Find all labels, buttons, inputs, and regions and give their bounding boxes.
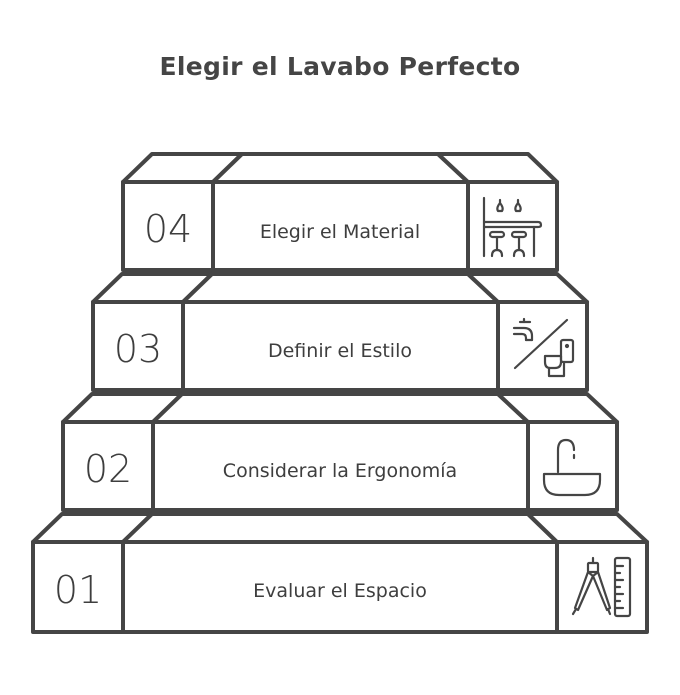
diagram-title: Elegir el Lavabo Perfecto <box>159 52 521 81</box>
step-04-label-box <box>211 180 470 272</box>
step-03-label-box <box>181 300 500 392</box>
sink-faucet-icon <box>542 438 602 497</box>
step-01-top-middle <box>121 512 559 544</box>
step-01-label-box <box>121 540 559 634</box>
compass-ruler-icon <box>571 556 632 618</box>
step-01-number-box <box>31 540 125 634</box>
step-04-label: Elegir el Material <box>260 221 420 243</box>
step-02: 02 Considerar la Ergonomía <box>61 392 619 512</box>
bar-counter-stools-icon <box>482 196 543 258</box>
step-03-number-box <box>91 300 185 392</box>
step-01-number: 01 <box>54 568 102 612</box>
step-03-label: Definir el Estilo <box>268 340 412 362</box>
step-02-icon-box <box>526 420 619 512</box>
step-03: 03 Definir el Estilo <box>91 272 589 392</box>
step-01-label: Evaluar el Espacio <box>253 580 427 602</box>
step-01: 01 Evaluar el Espacio <box>31 512 649 634</box>
step-04: 04 Elegir el Material <box>121 152 559 272</box>
step-04-number-box <box>121 180 215 272</box>
step-01-icon-box <box>555 540 649 634</box>
step-02-top-middle <box>151 392 530 424</box>
step-03-top-middle <box>181 272 500 304</box>
step-03-number: 03 <box>114 327 162 371</box>
faucet-toilet-icon <box>512 317 575 378</box>
step-02-label: Considerar la Ergonomía <box>223 460 457 482</box>
step-02-label-box <box>151 420 530 512</box>
step-04-top-middle <box>211 152 470 184</box>
step-02-number: 02 <box>84 447 132 491</box>
step-04-number: 04 <box>144 207 192 251</box>
